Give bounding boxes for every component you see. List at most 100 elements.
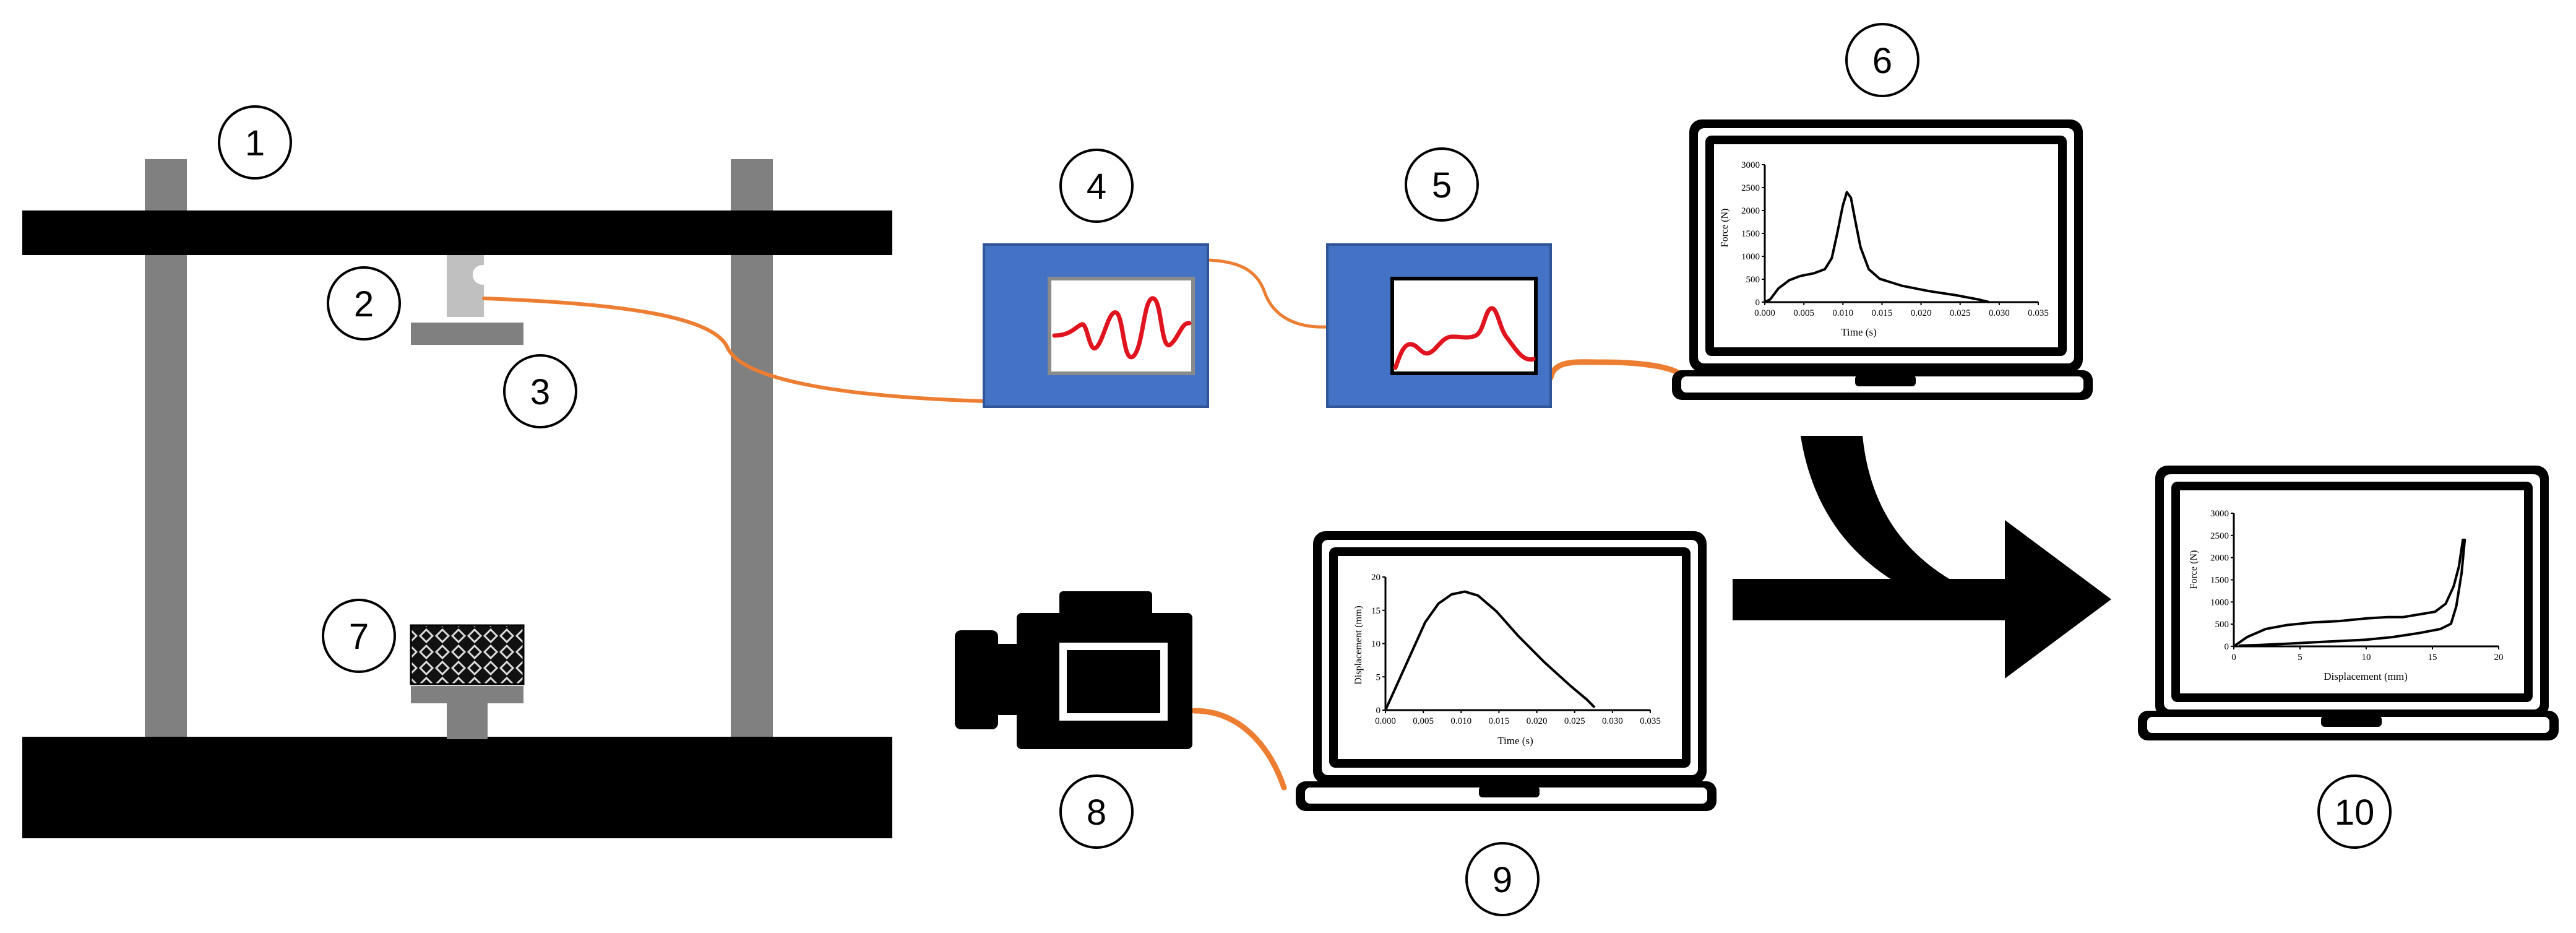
callout-1: 1 <box>218 105 292 180</box>
laptop10-ytick-label: 0 <box>2225 642 2229 652</box>
callouts: 1 2 3 4 5 6 7 8 9 10 <box>218 23 2392 916</box>
laptop9-xtick-label: 0.025 <box>1564 716 1585 726</box>
laptop9-ytick-label: 10 <box>1371 640 1381 649</box>
plot6-xlabel: Time (s) <box>1841 326 1876 338</box>
laptop6-ytick-label: 1000 <box>1741 252 1760 262</box>
laptop9-ytick-label: 0 <box>1376 706 1381 716</box>
plot9-xlabel: Time (s) <box>1497 735 1533 747</box>
laptop6-ytick-label: 2500 <box>1741 183 1760 193</box>
laptop-displacement-time: Time (s) Displacement (mm) 0.000 0.005 0.0… <box>1296 531 1717 811</box>
callout-8: 8 <box>1059 775 1134 849</box>
impactor <box>411 255 523 345</box>
filter-screen <box>1390 277 1538 375</box>
callout-5: 5 <box>1405 147 1479 222</box>
laptop9-xtick-label: 0.005 <box>1413 716 1434 726</box>
laptop9-xtick-label: 0.000 <box>1375 716 1396 726</box>
load-cell <box>447 255 484 317</box>
signal-filter-box <box>1326 243 1552 408</box>
laptop9-screen <box>1338 556 1682 759</box>
right-column <box>731 159 773 741</box>
cable-amplifier-to-filter <box>1206 258 1329 329</box>
svg-text:7: 7 <box>349 617 369 657</box>
laptop9-ytick-label: 5 <box>1376 672 1381 682</box>
plot10-xlabel: Displacement (mm) <box>2324 670 2408 682</box>
laptop6-ytick-label: 3000 <box>1741 160 1760 170</box>
svg-text:4: 4 <box>1087 167 1106 207</box>
process-arrow <box>1733 436 2111 679</box>
laptop6-xtick-label: 0.015 <box>1872 308 1893 318</box>
laptop10-curve <box>2233 539 2466 648</box>
specimen-assembly <box>410 624 525 739</box>
plot9-ylabel: Displacement (mm) <box>1353 605 1364 685</box>
callout-2: 2 <box>327 266 401 341</box>
cable-filter-to-laptop6 <box>1548 359 1681 381</box>
laptop6-xtick-label: 0.035 <box>2028 308 2049 318</box>
laptop10-xtick-label: 15 <box>2428 653 2437 662</box>
svg-text:2: 2 <box>354 284 374 324</box>
laptop6-xtick-label: 0.030 <box>1989 308 2010 318</box>
svg-text:8: 8 <box>1087 792 1106 833</box>
high-speed-camera <box>955 591 1192 749</box>
laptop6-ytick-label: 1500 <box>1741 229 1760 239</box>
laptop10-touchpad <box>2321 716 2382 727</box>
laptop10-ytick-label: 500 <box>2215 620 2229 630</box>
laptop6-xtick-label: 0.020 <box>1911 308 1932 318</box>
laptop9-xtick-label: 0.035 <box>1640 716 1661 726</box>
laptop6-xtick-label: 0.005 <box>1793 308 1814 318</box>
laptop10-ytick-label: 1000 <box>2210 597 2229 607</box>
laptop9-xtick-label: 0.030 <box>1602 716 1623 726</box>
laptop6-xtick-label: 0.025 <box>1950 308 1971 318</box>
callout-3: 3 <box>503 354 577 428</box>
laptop9-curve <box>1384 590 1596 711</box>
laptop6-ytick-label: 500 <box>1746 275 1760 285</box>
laptop9-xtick-label: 0.020 <box>1527 716 1548 726</box>
impactor-plate <box>411 323 523 345</box>
callout-6: 6 <box>1845 23 1919 97</box>
laptop9-ytick-label: 15 <box>1371 606 1381 616</box>
signal-amplifier-box <box>983 243 1209 408</box>
cable-camera-to-laptop9 <box>1191 708 1287 791</box>
laptop6-ytick-label: 2000 <box>1741 206 1760 216</box>
laptop6-xtick-label: 0.010 <box>1832 308 1853 318</box>
displacement-time-plot: Time (s) Displacement (mm) 0.000 0.005 0.0… <box>1353 573 1661 747</box>
laptop9-xtick-label: 0.010 <box>1450 716 1471 726</box>
svg-text:1: 1 <box>245 123 265 163</box>
raw-signal-waveform <box>1052 296 1192 360</box>
crosshead-beam <box>22 210 892 255</box>
svg-text:6: 6 <box>1872 41 1892 81</box>
laptop10-ytick-label: 2500 <box>2210 531 2229 541</box>
base-plate <box>22 737 892 838</box>
anvil-plate <box>411 686 523 703</box>
callout-10: 10 <box>2317 775 2392 849</box>
camera-lens-hood <box>955 630 998 729</box>
filtered-signal-waveform <box>1393 306 1536 370</box>
cables <box>482 258 1681 791</box>
svg-text:5: 5 <box>1432 165 1452 206</box>
laptop9-touchpad <box>1479 786 1540 797</box>
left-column <box>145 159 187 741</box>
laptop6-curve <box>1764 191 1989 303</box>
laptop10-xtick-label: 10 <box>2362 653 2371 662</box>
camera-display <box>1067 650 1160 713</box>
lattice-specimen <box>410 624 525 685</box>
svg-text:9: 9 <box>1493 860 1512 900</box>
laptop9-xtick-label: 0.015 <box>1489 716 1510 726</box>
laptop10-ytick-label: 2000 <box>2210 553 2229 563</box>
laptop6-touchpad <box>1855 375 1916 386</box>
callout-7: 7 <box>322 599 396 673</box>
anvil-stem <box>447 703 488 739</box>
camera-handle <box>1059 591 1152 616</box>
callout-4: 4 <box>1059 149 1134 223</box>
laptop6-xtick-label: 0.000 <box>1754 308 1775 318</box>
laptop10-xtick-label: 5 <box>2298 653 2302 662</box>
laptop10-screen <box>2180 490 2524 693</box>
laptop6-ytick-label: 0 <box>1755 298 1760 308</box>
cable-loadcell-to-amplifier <box>482 297 986 403</box>
laptop10-ytick-label: 3000 <box>2210 509 2229 519</box>
callout-9: 9 <box>1465 842 1540 916</box>
drop-tower <box>22 159 892 838</box>
